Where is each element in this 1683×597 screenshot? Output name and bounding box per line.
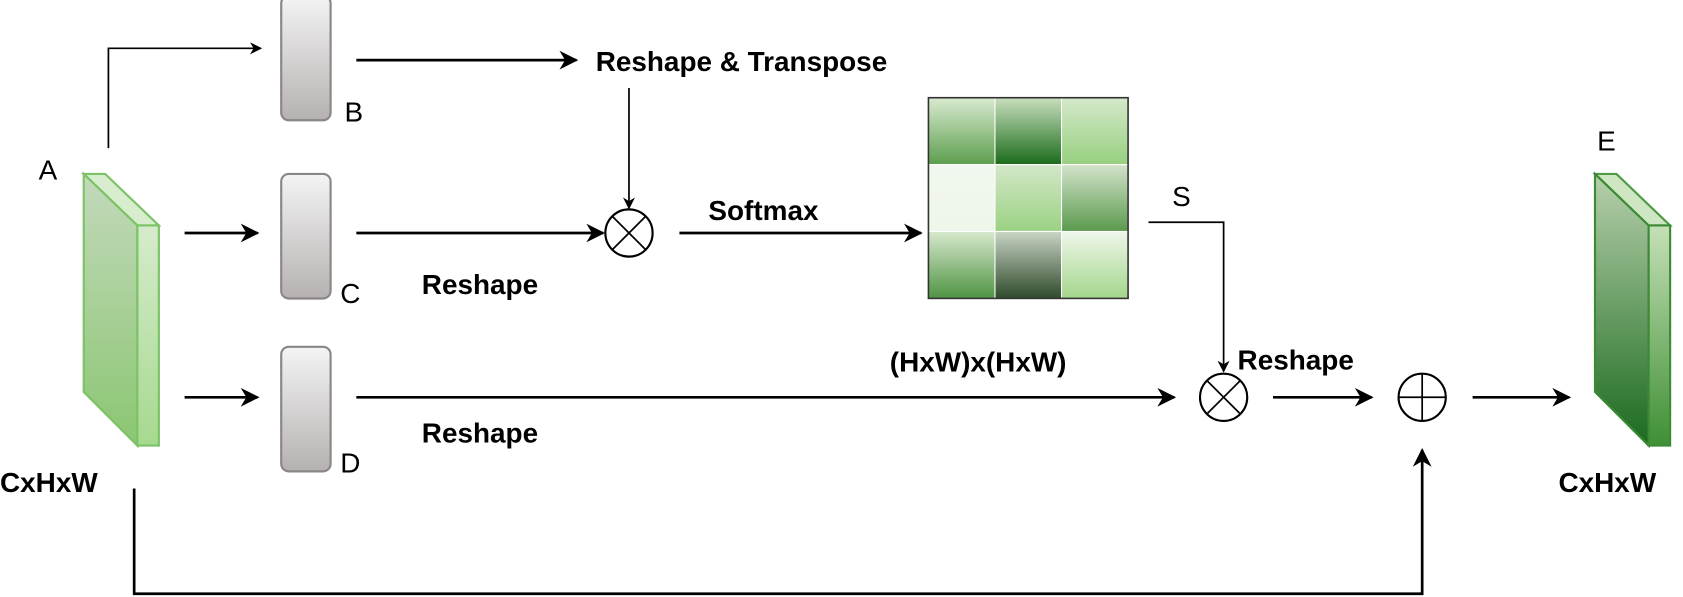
matrix-cell-r2-c1: [927, 164, 996, 233]
label-reshape-out: Reshape: [1238, 344, 1354, 375]
label-reshape-transpose: Reshape & Transpose: [596, 46, 888, 77]
add-op: [1397, 372, 1447, 422]
matrix-cell-r3-c3: [1060, 230, 1129, 299]
matrix-cell-r2-c3: [1060, 164, 1129, 233]
label-reshape-d: Reshape: [422, 417, 538, 448]
matrix-cell-r1-c3: [1060, 97, 1129, 166]
feature-map-e: [1592, 171, 1673, 449]
matrix-border: [927, 96, 1129, 300]
feature-bar-b: [280, 0, 332, 122]
multiply-op-1: [604, 208, 654, 258]
matrix-cell-r3-c1: [927, 230, 996, 299]
matrix-cell-r1-c2: [994, 97, 1063, 166]
label-e: E: [1597, 125, 1616, 156]
feature-bar-d: [280, 345, 332, 473]
arrow-matrix-to-multiply: [1148, 221, 1230, 373]
label-input-dims: CxHxW: [0, 467, 98, 498]
label-output-dims: CxHxW: [1558, 467, 1656, 498]
label-softmax: Softmax: [708, 195, 819, 226]
matrix-cell-r1-c1: [927, 97, 996, 166]
feature-map-a: [81, 171, 162, 449]
matrix-cell-r2-c2: [994, 164, 1063, 233]
feature-bar-c: [280, 172, 332, 300]
label-d: D: [340, 447, 360, 478]
multiply-op-2: [1198, 372, 1249, 422]
label-s: S: [1172, 181, 1191, 212]
label-matrix-dims: (HxW)x(HxW): [890, 347, 1067, 378]
label-reshape-c: Reshape: [422, 269, 538, 300]
matrix-cell-r3-c2: [994, 230, 1063, 299]
label-a: A: [39, 154, 58, 185]
label-c: C: [340, 278, 360, 309]
attention-matrix: [927, 96, 1129, 300]
arrow-a-to-b: [107, 42, 263, 149]
residual-connection-arrow: [132, 448, 1432, 596]
label-b: B: [345, 96, 364, 127]
